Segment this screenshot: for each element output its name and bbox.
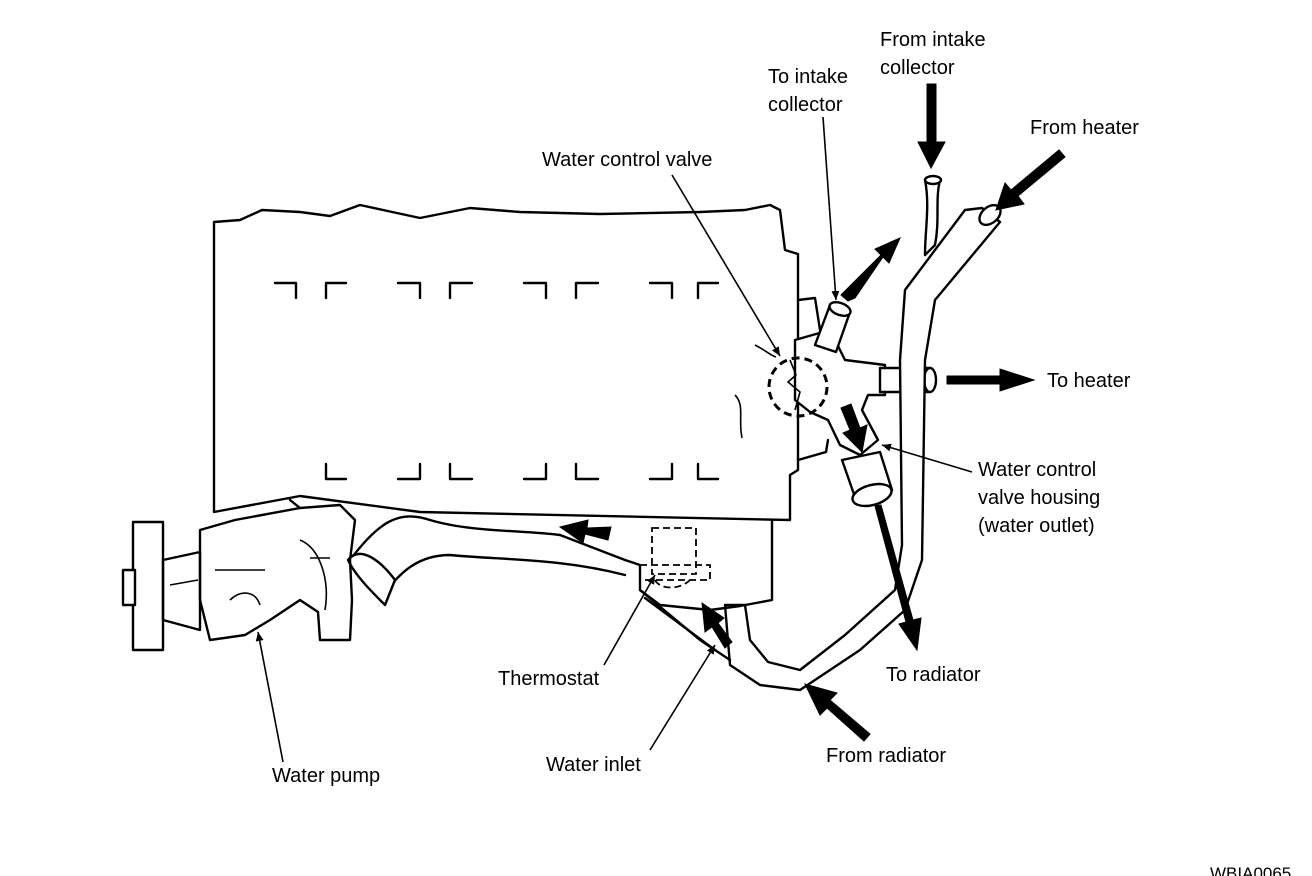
label-to-heater: To heater bbox=[1047, 370, 1131, 392]
arrow-flow-to-pump bbox=[558, 519, 612, 544]
label-housing-line1: Water control bbox=[978, 459, 1097, 481]
water-outlet-housing bbox=[793, 328, 887, 457]
label-water-pump: Water pump bbox=[272, 765, 381, 787]
heater-hose bbox=[723, 206, 1002, 692]
label-water-control-valve-housing: Water control valve housing (water outle… bbox=[978, 456, 1100, 540]
arrow-into-housing bbox=[840, 403, 868, 454]
label-housing-line2: valve housing bbox=[978, 487, 1101, 509]
label-from-intake-collector-line2: collector bbox=[880, 57, 955, 79]
label-from-intake-collector-line1: From intake bbox=[880, 29, 986, 51]
port-marks-upper bbox=[273, 281, 720, 300]
port-marks-lower bbox=[324, 462, 720, 481]
engine-block bbox=[212, 203, 800, 522]
arrow-to-intake-collector bbox=[840, 237, 901, 302]
label-to-intake-collector-line2: collector bbox=[768, 94, 843, 116]
intake-hose bbox=[923, 178, 942, 257]
arrow-water-inlet bbox=[701, 601, 733, 649]
water-pump-body bbox=[198, 503, 357, 642]
arrow-from-intake-collector bbox=[917, 83, 946, 170]
arrow-from-heater bbox=[995, 149, 1066, 211]
figure-code: WBIA0065 bbox=[1210, 864, 1292, 876]
leader-lines bbox=[255, 116, 973, 763]
label-water-control-valve: Water control valve bbox=[542, 149, 713, 171]
label-to-intake-collector-line1: To intake bbox=[768, 66, 849, 88]
water-control-valve bbox=[767, 356, 829, 418]
thermostat bbox=[651, 527, 697, 575]
label-from-heater: From heater bbox=[1030, 117, 1139, 139]
arrow-to-radiator bbox=[874, 504, 922, 652]
arrow-to-heater bbox=[946, 368, 1036, 392]
arrow-from-radiator bbox=[804, 683, 871, 742]
lower-coolant-pipe bbox=[348, 515, 627, 562]
label-to-radiator: To radiator bbox=[886, 664, 981, 686]
label-from-radiator: From radiator bbox=[826, 745, 947, 767]
label-housing-line3: (water outlet) bbox=[978, 515, 1095, 537]
label-thermostat: Thermostat bbox=[498, 668, 600, 690]
label-from-intake-collector: From intake collector bbox=[880, 26, 986, 82]
flow-arrows bbox=[558, 83, 1066, 742]
label-water-inlet: Water inlet bbox=[546, 754, 641, 776]
water-pump-pulley bbox=[131, 520, 165, 652]
label-to-intake-collector: To intake collector bbox=[768, 63, 848, 119]
